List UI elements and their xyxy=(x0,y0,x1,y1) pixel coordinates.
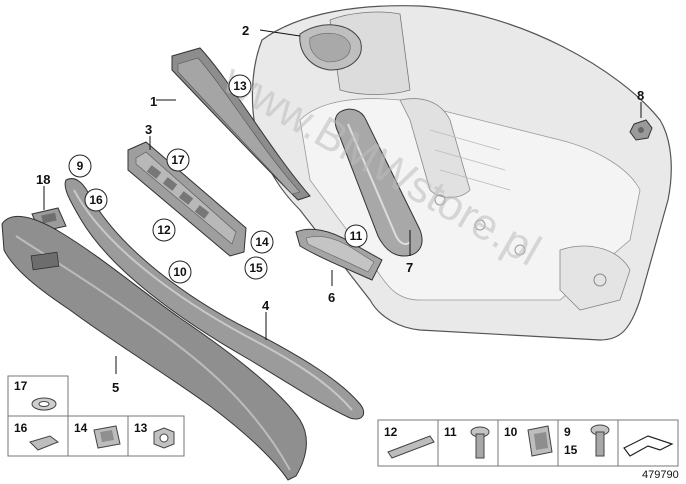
diagram-id: 479790 xyxy=(642,469,679,481)
callout-11: 11 xyxy=(344,224,368,248)
part-4-trim-strip xyxy=(64,178,365,420)
part-8-clip xyxy=(629,119,653,141)
legend-15: 15 xyxy=(564,443,578,457)
svg-text:9: 9 xyxy=(77,159,84,173)
legend-11: 11 xyxy=(444,425,457,439)
svg-text:16: 16 xyxy=(89,193,103,207)
callout-16: 16 xyxy=(84,188,108,212)
callout-15: 15 xyxy=(244,256,268,280)
svg-text:11: 11 xyxy=(350,229,363,243)
callout-18: 18 xyxy=(36,172,50,187)
legend-17: 17 xyxy=(14,379,28,393)
part-1-trim-cover xyxy=(171,47,311,201)
svg-text:13: 13 xyxy=(233,79,247,93)
clip-16-icon xyxy=(29,435,60,451)
callout-9: 9 xyxy=(68,154,92,178)
part-outline-icon xyxy=(623,435,674,457)
svg-text:10: 10 xyxy=(173,265,187,279)
callout-17: 17 xyxy=(166,148,190,172)
callout-13: 13 xyxy=(228,74,252,98)
callout-7: 7 xyxy=(406,260,413,275)
callout-2: 2 xyxy=(242,23,249,38)
callout-6: 6 xyxy=(328,290,335,305)
legend-bottom: 12 11 10 9 15 xyxy=(377,419,679,467)
svg-text:14: 14 xyxy=(255,235,269,249)
callout-5: 5 xyxy=(112,380,119,395)
legend-14: 14 xyxy=(74,421,88,435)
svg-text:17: 17 xyxy=(171,153,185,167)
callout-12: 12 xyxy=(152,218,176,242)
leader-lines xyxy=(43,29,642,374)
callout-14: 14 xyxy=(250,230,274,254)
callouts: 1 2 3 4 5 6 7 8 18 13 17 9 16 12 xyxy=(36,23,644,395)
callout-10: 10 xyxy=(168,260,192,284)
callout-3: 3 xyxy=(145,122,152,137)
svg-text:12: 12 xyxy=(157,223,171,237)
clip-12-icon xyxy=(387,435,435,459)
part-3-switch-cover xyxy=(127,141,247,257)
part-6-handle-bezel xyxy=(295,228,383,281)
svg-text:15: 15 xyxy=(249,261,263,275)
part-2-tweeter-cover xyxy=(299,24,362,71)
callout-1: 1 xyxy=(150,94,157,109)
legend-13: 13 xyxy=(134,421,148,435)
legend-12: 12 xyxy=(384,425,398,439)
legend-left: 17 16 14 13 xyxy=(7,375,185,457)
legend-16: 16 xyxy=(14,421,28,435)
callout-4: 4 xyxy=(262,298,270,313)
part-5-armrest-trim xyxy=(1,215,307,481)
callout-8: 8 xyxy=(637,88,644,103)
legend-10: 10 xyxy=(504,425,518,439)
part-7-pull-handle xyxy=(334,108,423,257)
legend-9: 9 xyxy=(564,425,571,439)
